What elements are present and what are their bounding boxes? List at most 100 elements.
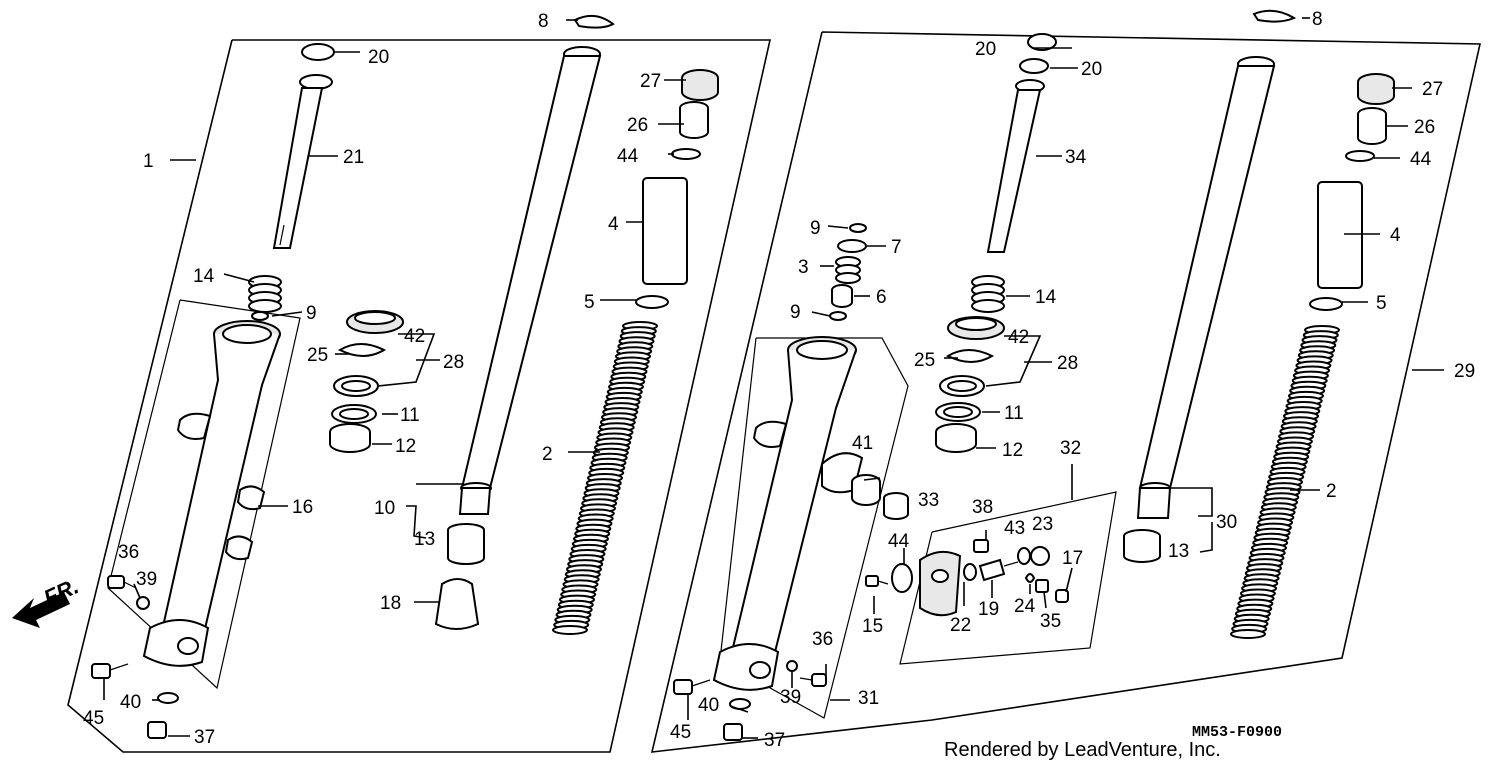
callout-40: 40 [698, 695, 719, 716]
callout-13: 13 [1168, 541, 1189, 562]
fork-slider-16 [142, 320, 281, 667]
callout-30: 30 [1216, 512, 1237, 533]
callout-35: 35 [1040, 611, 1061, 632]
drain-bolt-36 [107, 575, 137, 589]
callout-25: 25 [914, 350, 935, 371]
washer-40 [157, 692, 179, 704]
callout-4: 4 [1390, 225, 1401, 246]
callout-38: 38 [972, 497, 993, 518]
fork-cap-27 [1357, 73, 1395, 105]
oil-seal-set-28 [935, 316, 1005, 453]
callout-1: 1 [143, 151, 154, 172]
fork-bolt-26 [1357, 107, 1387, 145]
fork-pipe-30 [1136, 56, 1276, 519]
callout-45: 45 [83, 708, 104, 729]
bolt-15 [865, 575, 889, 587]
bolt-37 [147, 721, 167, 739]
callout-28: 28 [443, 352, 464, 373]
bolt-37 [723, 723, 743, 741]
callout-43: 43 [1004, 518, 1025, 539]
callout-37: 37 [194, 727, 215, 748]
callout-8: 8 [1312, 9, 1323, 30]
spring-seat-5 [635, 295, 669, 309]
callout-36: 36 [812, 629, 833, 650]
washer-23 [1030, 546, 1050, 566]
drawing-code: MM53-F0900 [1192, 724, 1282, 741]
callout-14: 14 [193, 266, 215, 287]
callout-12: 12 [395, 436, 416, 457]
callout-39: 39 [136, 569, 157, 590]
callout-13: 13 [414, 529, 435, 550]
lower-cap-18 [434, 578, 480, 630]
callout-2: 2 [542, 444, 553, 465]
callout-42: 42 [404, 326, 425, 347]
right-fork-assembly [650, 9, 1481, 753]
front-direction-arrow [12, 592, 70, 628]
oil-seal-set-28 [329, 310, 404, 453]
drain-bolt-36 [799, 673, 827, 687]
callout-15: 15 [862, 616, 883, 637]
stopper-ring-25 [945, 349, 995, 363]
callout-20: 20 [368, 47, 389, 68]
callout-8: 8 [538, 11, 549, 32]
valve-6 [831, 284, 853, 308]
callout-45: 45 [670, 722, 691, 743]
o-ring-44 [891, 563, 913, 593]
callout-12: 12 [1002, 440, 1023, 461]
callout-3: 3 [798, 257, 809, 278]
callout-7: 7 [891, 237, 902, 258]
callout-11: 11 [1004, 403, 1024, 424]
callout-44: 44 [1410, 149, 1432, 170]
screw-38 [973, 539, 989, 553]
callout-17: 17 [1062, 548, 1083, 569]
callout-42: 42 [1008, 327, 1029, 348]
fork-bolt-26 [679, 101, 709, 139]
callout-27: 27 [1422, 79, 1443, 100]
callout-27: 27 [640, 71, 661, 92]
stopper-ring-25 [337, 343, 387, 357]
callout-36: 36 [118, 542, 139, 563]
callout-23: 23 [1032, 514, 1053, 535]
callout-4: 4 [608, 214, 619, 235]
o-ring-44 [671, 148, 701, 160]
callout-39: 39 [780, 687, 801, 708]
washer-39 [136, 596, 150, 610]
callout-31: 31 [858, 688, 879, 709]
piston-ring-20 [301, 43, 335, 61]
callout-labels: 1 20 21 14 9 16 42 25 28 11 12 10 13 18 … [40, 9, 1475, 761]
callout-6: 6 [876, 287, 887, 308]
piston-ring-20 [1019, 58, 1049, 74]
callout-20: 20 [975, 39, 996, 60]
o-ring-43 [1017, 547, 1031, 565]
clip-9 [829, 311, 847, 321]
callout-20: 20 [1081, 59, 1102, 80]
callout-18: 18 [380, 593, 401, 614]
callout-26: 26 [1414, 117, 1435, 138]
callout-14: 14 [1035, 287, 1057, 308]
callout-26: 26 [627, 115, 648, 136]
damper-rod-21 [272, 87, 324, 249]
callout-5: 5 [1376, 293, 1387, 314]
damper-rod-34 [986, 89, 1042, 253]
callout-9: 9 [790, 302, 801, 323]
callout-19: 19 [978, 599, 999, 620]
fork-cap-27 [681, 69, 719, 101]
washer-7 [837, 239, 867, 253]
guide-bushing-13 [447, 523, 485, 565]
callout-9: 9 [810, 218, 821, 239]
left-fork-assembly [12, 14, 771, 753]
rebound-spring-14 [971, 275, 1005, 313]
spring-coil [1230, 629, 1266, 639]
spring-seat-5 [1309, 297, 1343, 311]
callout-29: 29 [1454, 361, 1475, 382]
callout-44: 44 [888, 531, 910, 552]
fork-spring-2 [552, 321, 658, 635]
callout-41: 41 [852, 433, 873, 454]
callout-28: 28 [1057, 353, 1078, 374]
callout-10: 10 [374, 498, 395, 519]
spring-3 [835, 256, 861, 284]
slide-bushing-12 [935, 423, 977, 453]
callout-37: 37 [764, 730, 785, 751]
callout-24: 24 [1014, 596, 1036, 617]
